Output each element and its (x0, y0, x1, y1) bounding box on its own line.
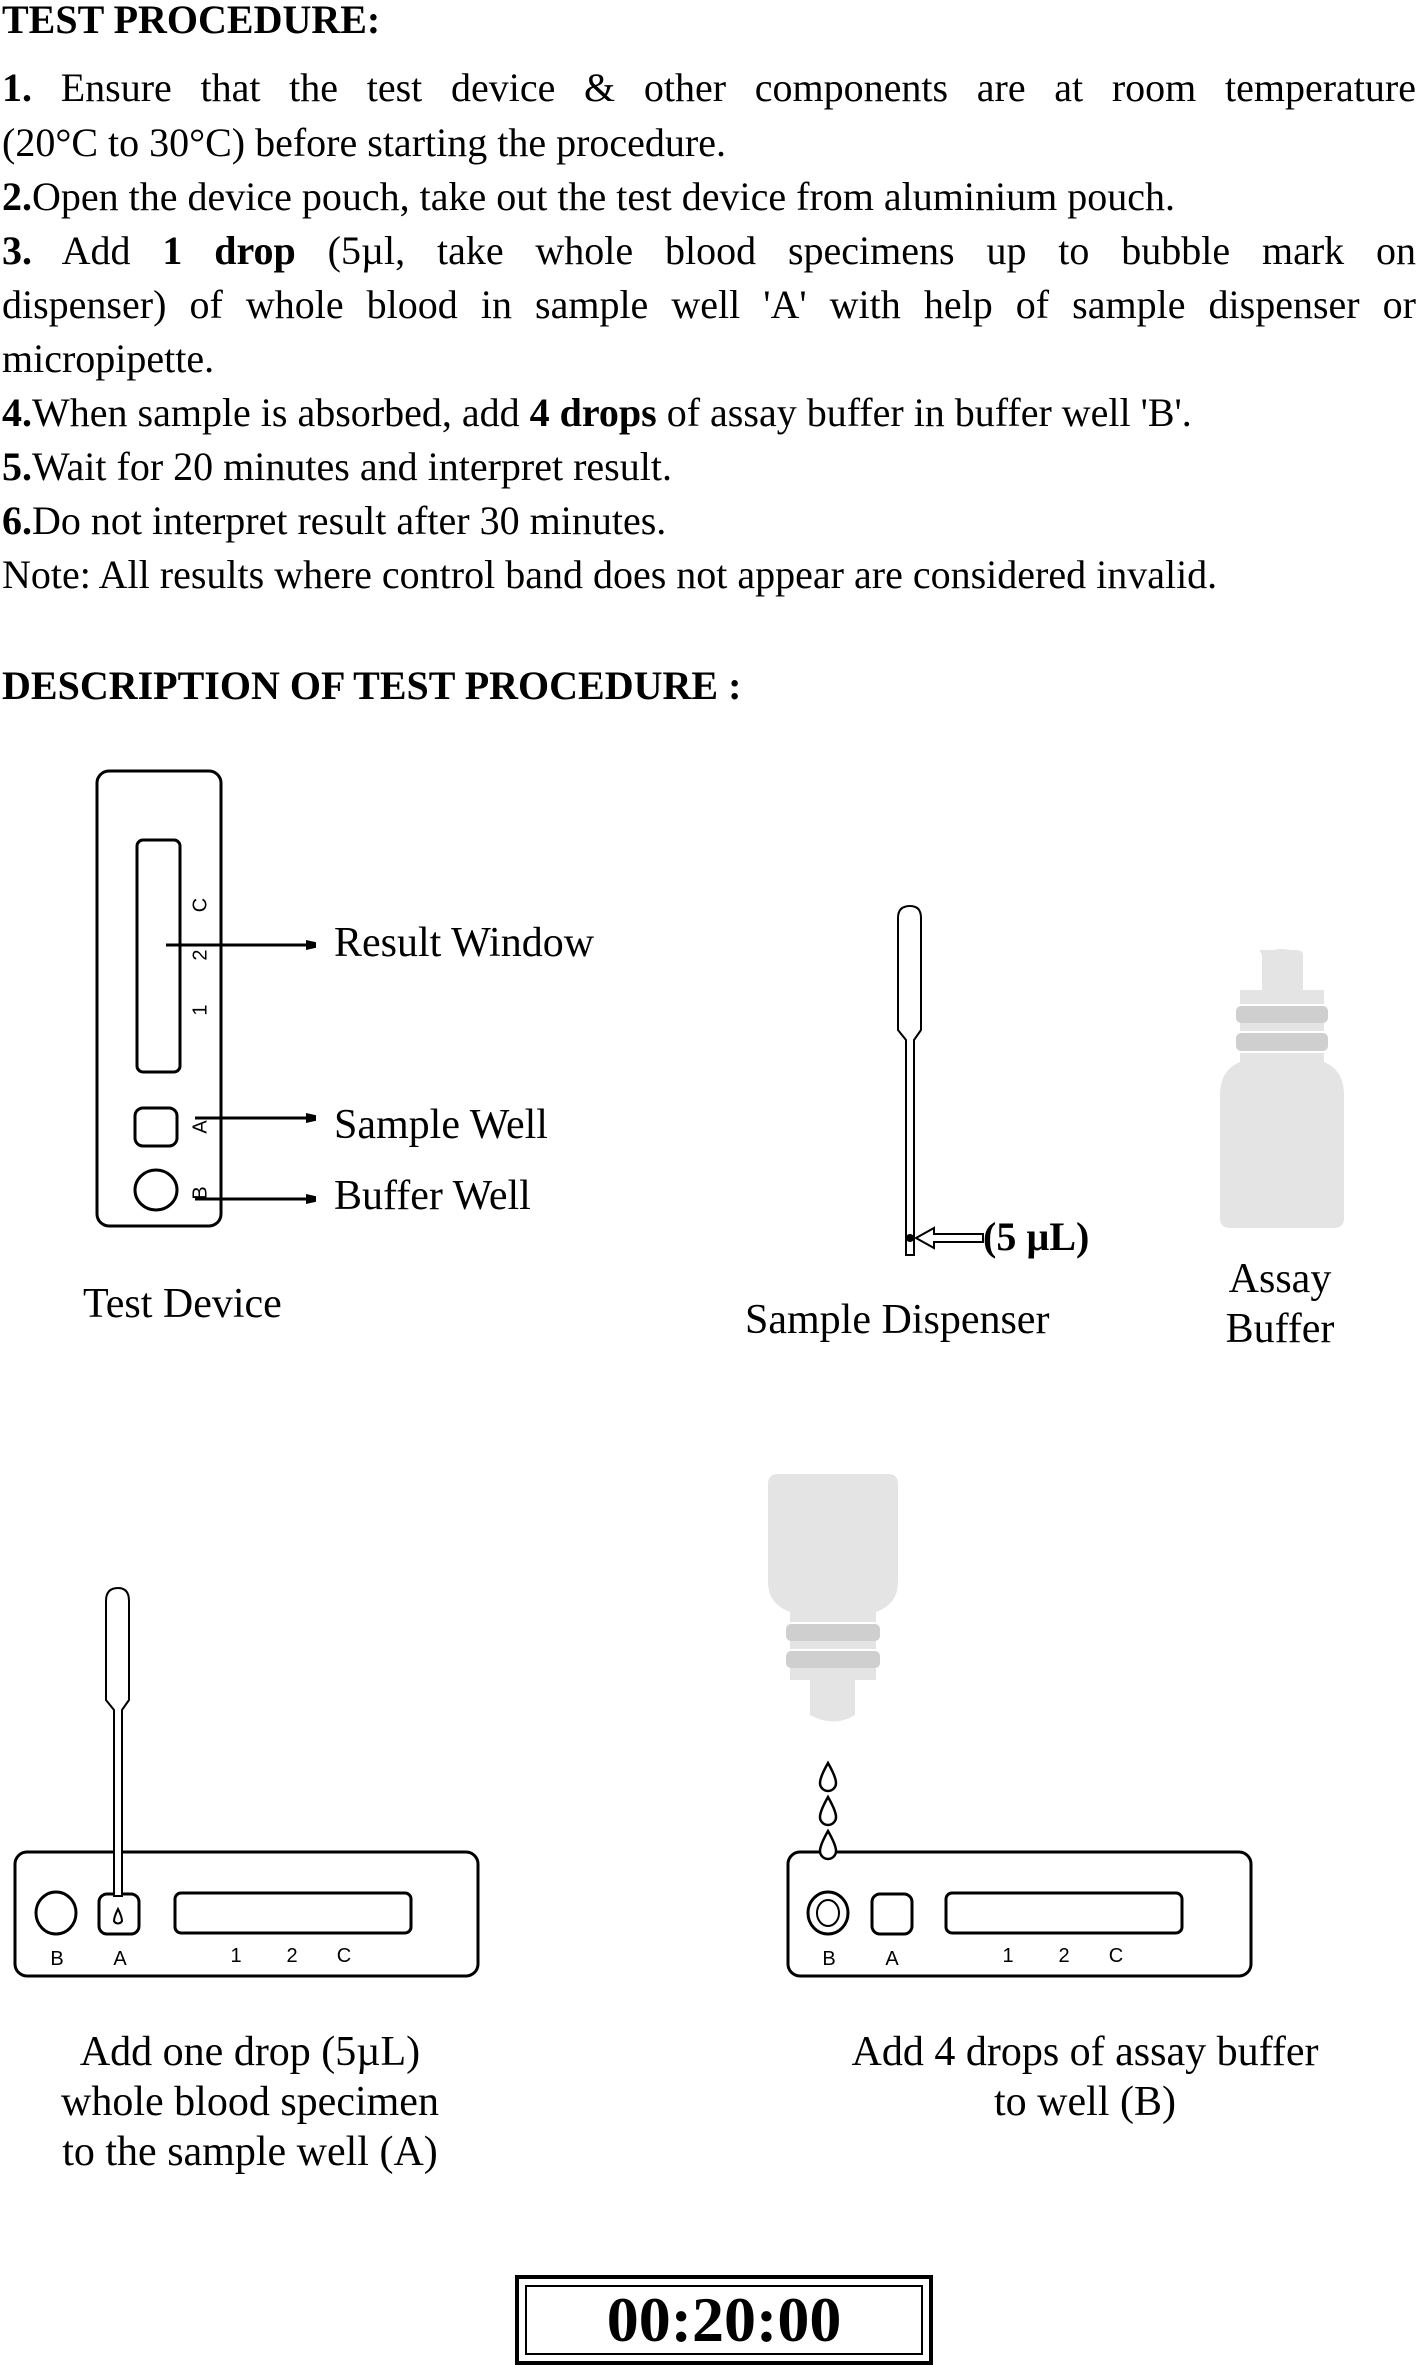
step-2: 2.Open the device pouch, take out the te… (2, 174, 1175, 219)
device-label-a: A (189, 1120, 211, 1134)
buffer-drops-icon (818, 1760, 838, 1861)
step-3-line-3: micropipette. (2, 336, 215, 381)
device-label-2: 2 (189, 949, 211, 960)
step-1-line-1: 1. Ensure that the test device & other c… (2, 65, 1416, 110)
volume-label: (5 µL) (983, 1214, 1090, 1259)
note: Note: All results where control band doe… (2, 552, 1218, 597)
right-device-label-a: A (885, 1948, 899, 1970)
step-1-line-2: (20°C to 30°C) before starting the proce… (2, 120, 727, 165)
step-3-line-2: dispenser) of whole blood in sample well… (2, 282, 1416, 327)
buffer-well-label: Buffer Well (334, 1173, 531, 1219)
timer-box: 00:20:00 (515, 2275, 933, 2365)
right-device-label-2: 2 (1058, 1945, 1069, 1967)
procedure-heading: TEST PROCEDURE: (2, 0, 381, 42)
device-label-1: 1 (189, 1004, 211, 1015)
sample-well-label: Sample Well (334, 1102, 548, 1148)
left-device-label-b: B (50, 1948, 63, 1970)
test-device-caption: Test Device (83, 1281, 282, 1327)
left-device-label-c: C (337, 1945, 351, 1967)
add-buffer-caption: Add 4 drops of assay buffer to well (B) (851, 2029, 1319, 2125)
inverted-buffer-bottle-icon (768, 1474, 898, 1722)
right-device-label-c: C (1109, 1945, 1123, 1967)
test-device-right: B A 1 2 C (786, 1850, 1253, 1978)
left-device-label-1: 1 (230, 1945, 241, 1967)
result-window-label: Result Window (334, 920, 595, 966)
sample-dispenser-icon (897, 904, 984, 1256)
right-device-label-1: 1 (1002, 1945, 1013, 1967)
left-device-label-2: 2 (286, 1945, 297, 1967)
dispenser-in-sample-well-icon (105, 1586, 130, 1925)
step-3-line-1: 3. Add 1 drop (5µl, take whole blood spe… (2, 228, 1417, 273)
step-4: 4.When sample is absorbed, add 4 drops o… (2, 390, 1192, 435)
step-6: 6.Do not interpret result after 30 minut… (2, 498, 667, 543)
add-sample-caption: Add one drop (5µL) whole blood specimen … (61, 2029, 439, 2175)
test-device-vertical: C 2 1 A B (95, 769, 223, 1228)
left-device-label-a: A (113, 1948, 127, 1970)
right-device-label-b: B (822, 1948, 835, 1970)
assay-buffer-caption: Assay Buffer (1225, 1256, 1335, 1352)
device-label-c: C (189, 898, 211, 912)
sample-dispenser-caption: Sample Dispenser (745, 1297, 1050, 1343)
test-device-left: B A 1 2 C (13, 1850, 480, 1978)
description-heading: DESCRIPTION OF TEST PROCEDURE : (2, 663, 742, 708)
device-label-b: B (189, 1186, 211, 1199)
timer-display: 00:20:00 (525, 2284, 923, 2355)
step-5: 5.Wait for 20 minutes and interpret resu… (2, 444, 672, 489)
assay-buffer-bottle-icon (1220, 949, 1344, 1228)
